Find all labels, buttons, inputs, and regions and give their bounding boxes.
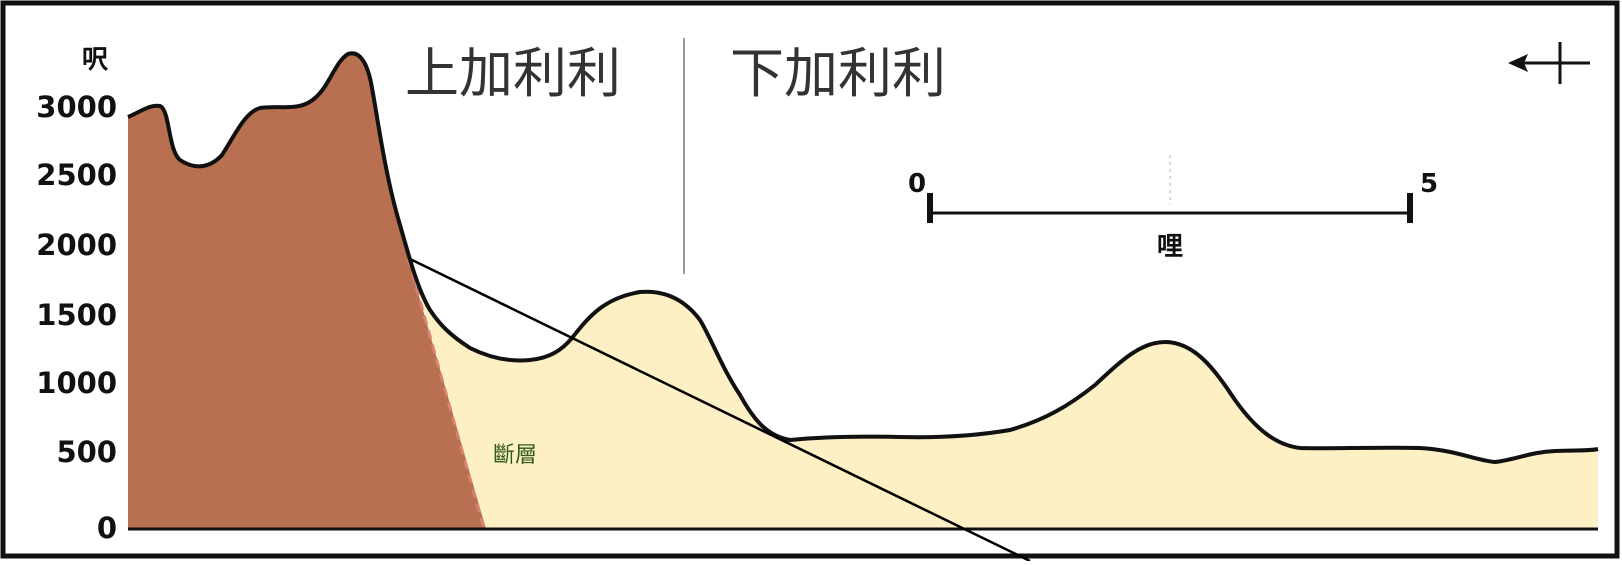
upper-galilee-terrain	[128, 53, 486, 529]
region-label-upper-galilee: 上加利利	[405, 42, 621, 105]
leader-line	[407, 256, 1031, 563]
scale-bar-unit: 哩	[1157, 232, 1183, 262]
north-arrow-icon	[1508, 42, 1590, 84]
fault-label: 斷層	[493, 443, 537, 468]
y-tick-500: 500	[56, 435, 117, 469]
terrain-outline	[127, 51, 1599, 465]
scale-bar-start-label: 0	[908, 169, 926, 199]
y-tick-2000: 2000	[36, 228, 117, 262]
fault-line	[406, 257, 486, 530]
y-tick-1000: 1000	[36, 366, 117, 400]
scale-bar-end-label: 5	[1420, 169, 1438, 199]
y-tick-2500: 2500	[36, 158, 117, 192]
y-tick-3000: 3000	[36, 90, 117, 124]
region-label-lower-galilee: 下加利利	[730, 42, 946, 105]
y-tick-1500: 1500	[36, 298, 117, 332]
y-tick-0: 0	[97, 511, 117, 545]
y-axis-unit: 呎	[82, 45, 109, 75]
scale-bar: 0 5 哩	[908, 155, 1438, 262]
lower-galilee-terrain	[408, 258, 1598, 529]
